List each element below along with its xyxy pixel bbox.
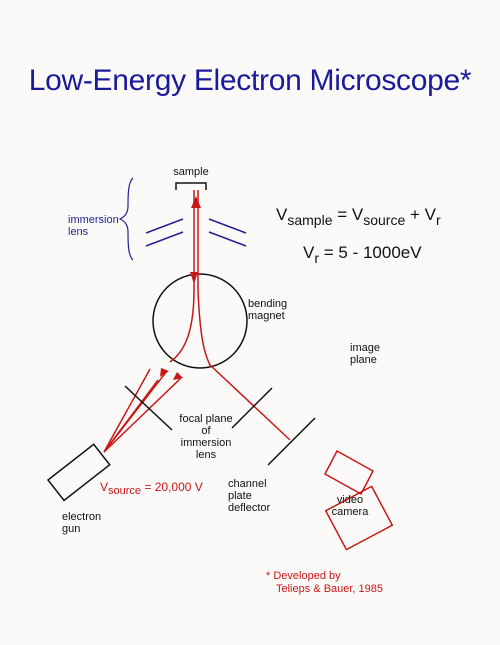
- channel-plate-label-3: deflector: [228, 502, 271, 514]
- image-plane-line: [231, 387, 273, 429]
- beam-arrowheads: [160, 196, 201, 380]
- focal-plane-label-3: immersion: [180, 437, 232, 449]
- electron-gun-label-2: gun: [62, 523, 81, 535]
- bending-magnet-label-1: bending: [248, 298, 288, 310]
- focal-plane-label-4: lens: [195, 449, 217, 461]
- immersion-lens-label-1: immersion: [68, 214, 119, 226]
- equation-vr: Vr = 5 - 1000eV: [303, 243, 422, 266]
- sample-label: sample: [173, 166, 209, 178]
- image-plane-label-1: image: [350, 342, 380, 354]
- video-camera-label-1: video: [336, 494, 364, 506]
- focal-plane-line: [124, 385, 173, 431]
- sample-holder-icon: [175, 182, 207, 190]
- footnote-line-1: * Developed by: [266, 570, 341, 582]
- channel-plate-label-1: channel: [228, 478, 267, 490]
- immersion-lens-plates: [145, 218, 247, 247]
- video-camera-box: [323, 449, 394, 551]
- bending-magnet-circle: [152, 273, 248, 369]
- channel-plate-line: [267, 417, 316, 466]
- immersion-lens-brace: [118, 177, 134, 261]
- electron-gun-box: [46, 443, 111, 502]
- focal-plane-label-2: of: [201, 425, 211, 437]
- footnote-line-2: Telieps & Bauer, 1985: [276, 583, 384, 595]
- immersion-lens-label-2: lens: [68, 226, 89, 238]
- image-plane-label-2: plane: [350, 354, 377, 366]
- video-camera-label-2: camera: [331, 506, 369, 518]
- vsource-value: Vsource = 20,000 V: [100, 480, 203, 497]
- channel-plate-label-2: plate: [228, 490, 252, 502]
- electron-gun-label-1: electron: [62, 511, 102, 523]
- page-title: Low-Energy Electron Microscope*: [28, 64, 472, 97]
- equation-vsample: Vsample = Vsource + Vr: [276, 205, 441, 228]
- focal-plane-label-1: focal plane: [179, 413, 233, 425]
- bending-magnet-label-2: magnet: [248, 310, 285, 322]
